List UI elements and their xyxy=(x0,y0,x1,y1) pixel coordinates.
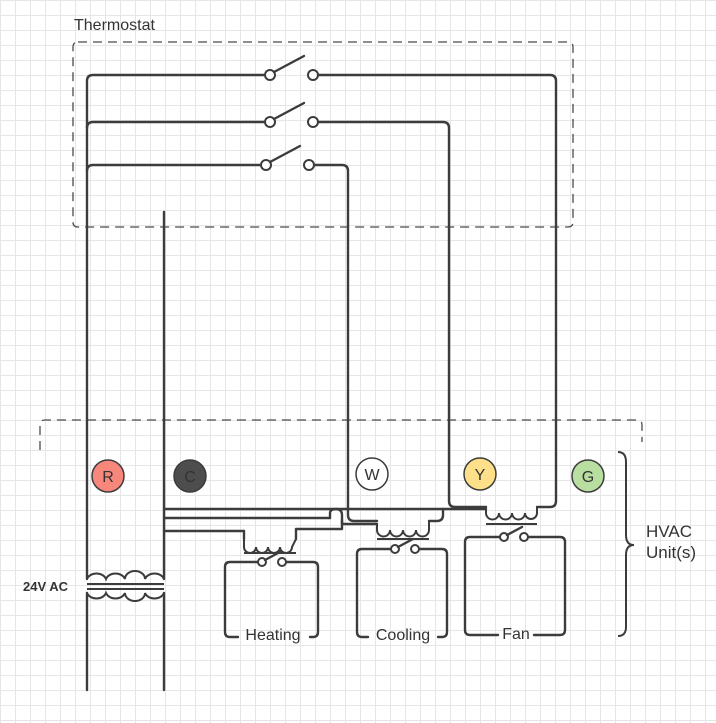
terminal-w-circle xyxy=(355,457,389,491)
fan-label: Fan xyxy=(502,626,530,643)
cooling-switch-left-contact xyxy=(264,116,276,128)
terminal-w-label: W xyxy=(364,467,380,484)
terminal-r: R xyxy=(91,459,125,493)
thermostat-boundary xyxy=(72,41,574,228)
fan-switch-right-contact xyxy=(307,69,319,81)
terminal-r-circle xyxy=(91,459,125,493)
heating-switch-left-contact xyxy=(260,159,272,171)
r-wire xyxy=(85,73,266,581)
fan-switch-blade xyxy=(272,54,306,74)
r-branch-heating xyxy=(85,163,262,173)
fan-load-loop xyxy=(463,535,567,637)
fan-relay-switch-blade xyxy=(505,525,524,537)
cooling-label: Cooling xyxy=(376,627,430,644)
w-wire xyxy=(312,163,379,523)
terminal-g-circle xyxy=(571,459,605,493)
hvac-brace xyxy=(617,451,635,637)
transformer-secondary-coil xyxy=(86,570,165,582)
cooling-load-loop xyxy=(355,547,449,639)
heating-relay-switch-blade xyxy=(263,550,282,562)
terminal-g: G xyxy=(571,459,605,493)
transformer-primary-coil xyxy=(86,590,165,602)
cooling-relay-contact-right xyxy=(410,544,420,554)
y-wire xyxy=(316,120,488,509)
r-branch-cooling xyxy=(85,120,266,130)
thermostat-title: Thermostat xyxy=(74,17,155,34)
transformer-label: 24V AC xyxy=(23,579,69,594)
cooling-switch-blade xyxy=(272,101,306,121)
terminal-c: C xyxy=(173,459,207,493)
hvac-boundary xyxy=(39,419,643,450)
hvac-label-line2: Unit(s) xyxy=(646,543,696,562)
terminal-w: W xyxy=(355,457,389,491)
terminal-y-circle xyxy=(463,457,497,491)
terminal-c-label: C xyxy=(184,469,196,486)
terminal-g-label: G xyxy=(582,469,594,486)
terminal-y-label: Y xyxy=(475,467,486,484)
cooling-relay-switch-blade xyxy=(396,537,415,549)
heating-relay-contact-right xyxy=(277,557,287,567)
cooling-relay-coil xyxy=(376,521,430,538)
g-wire xyxy=(316,73,558,509)
c-return-to-fan-coil xyxy=(328,507,488,520)
heating-relay-coil xyxy=(243,538,297,554)
fan-relay-contact-right xyxy=(519,532,529,542)
fan-relay-coil xyxy=(485,507,538,521)
fan-switch-left-contact xyxy=(264,69,276,81)
heating-relay-coil-lead-w xyxy=(294,519,344,541)
terminal-y: Y xyxy=(463,457,497,491)
heating-load-loop xyxy=(223,560,320,639)
cooling-switch-right-contact xyxy=(307,116,319,128)
cooling-coil-right-lead xyxy=(427,507,445,523)
hvac-label-line1: HVAC xyxy=(646,522,692,541)
heating-switch-blade xyxy=(268,144,302,164)
terminal-c-circle xyxy=(173,459,207,493)
terminal-r-label: R xyxy=(102,469,114,486)
heating-switch-right-contact xyxy=(303,159,315,171)
heating-label: Heating xyxy=(245,627,300,644)
